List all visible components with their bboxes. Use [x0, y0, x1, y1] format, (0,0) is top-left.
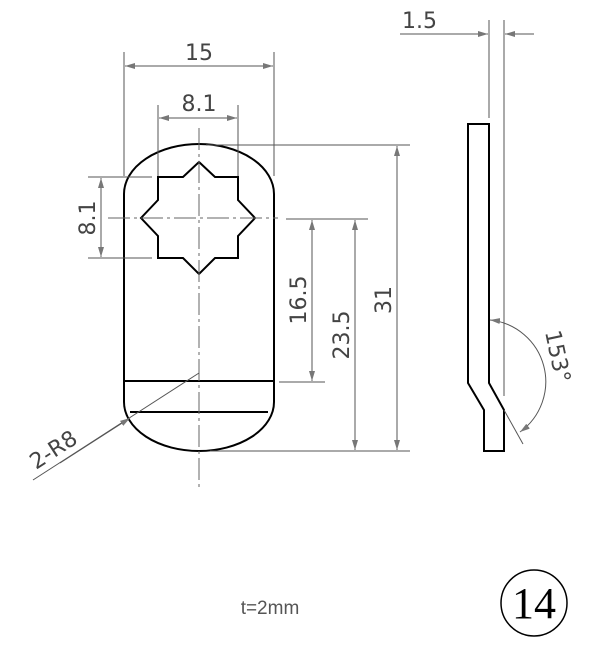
- angle-arc: [489, 318, 547, 433]
- dim-thickness-side: 1.5: [402, 9, 437, 34]
- dim-hole-height: 8.1: [76, 201, 101, 236]
- dim-center-to-end: 23.5: [330, 311, 355, 360]
- plate-outline: [123, 143, 275, 452]
- part-number-circle: [500, 569, 568, 637]
- dim-radius: 2-R8: [26, 426, 83, 475]
- dim-center-to-line: 16.5: [287, 276, 312, 325]
- dim-hole-width: 8.1: [182, 92, 217, 117]
- dim-width-overall: 15: [185, 41, 213, 66]
- thickness-note: t=2mm: [241, 598, 300, 619]
- dim-bend-angle: 153°: [539, 328, 574, 385]
- dim-length-overall: 31: [372, 286, 397, 314]
- side-view-outline: [467, 123, 505, 452]
- angle-ext-line: [503, 409, 524, 445]
- part-number: 14: [512, 579, 556, 628]
- radius-arrow: [59, 417, 131, 464]
